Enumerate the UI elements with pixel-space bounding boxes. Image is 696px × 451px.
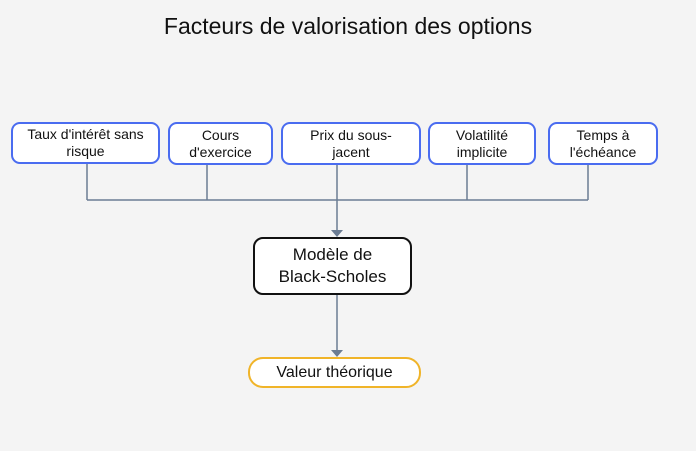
arrowhead-to-model xyxy=(331,230,343,237)
input-node-taux: Taux d'intérêt sans risque xyxy=(11,122,160,164)
output-node: Valeur théorique xyxy=(248,357,421,388)
diagram-title: Facteurs de valorisation des options xyxy=(163,13,533,39)
input-node-volatilite: Volatilité implicite xyxy=(428,122,536,165)
output-label: Valeur théorique xyxy=(276,363,393,381)
input-node-cours: Cours d'exercice xyxy=(168,122,273,165)
input-label-taux: Taux d'intérêt sans risque xyxy=(27,126,144,159)
input-label-volatilite: Volatilité implicite xyxy=(455,126,509,160)
input-label-prix: Prix du sous-jacent xyxy=(310,126,392,160)
input-label-temps: Temps à l'échéance xyxy=(569,126,637,160)
input-node-prix: Prix du sous-jacent xyxy=(281,122,421,165)
input-label-cours: Cours d'exercice xyxy=(189,126,252,160)
arrowhead-to-output xyxy=(331,350,343,357)
input-node-temps: Temps à l'échéance xyxy=(548,122,658,165)
model-node: Modèle de Black-Scholes xyxy=(253,237,412,295)
model-label: Modèle de Black-Scholes xyxy=(278,245,387,286)
